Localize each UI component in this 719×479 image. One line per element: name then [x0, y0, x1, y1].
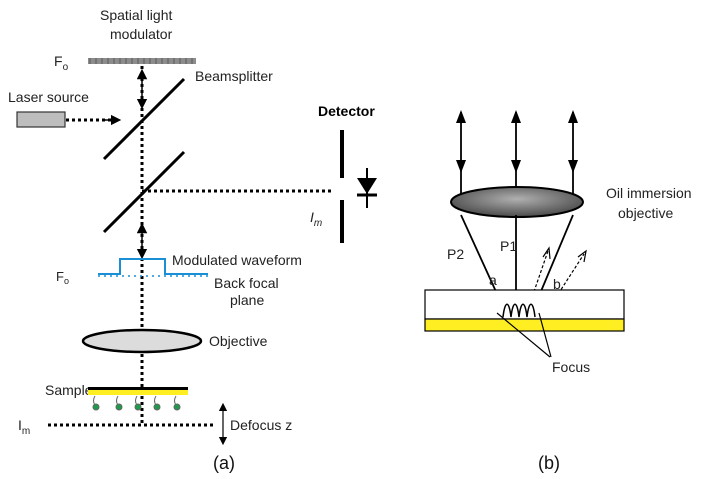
objective-lens [81, 328, 203, 354]
panel-b-caption: (b) [538, 453, 560, 473]
laser-source [16, 111, 66, 128]
im-plane-label: Im [18, 417, 30, 437]
ray-a-label: a [489, 272, 497, 288]
scattered-rays [528, 250, 585, 307]
panel-a: Spatial light modulator Fo Beamsplitter … [8, 7, 377, 473]
im-detector-label: Im [310, 209, 322, 229]
laser-source-label: Laser source [8, 89, 89, 105]
fo-label: Fo [54, 53, 69, 73]
ray-arrows [456, 110, 578, 173]
slm-ticks [89, 58, 193, 64]
panel-a-caption: (a) [213, 453, 235, 473]
slm-label-line2: modulator [110, 26, 173, 42]
sample-layer-b [424, 318, 625, 332]
spatial-light-modulator [88, 58, 196, 64]
converging-rays [460, 214, 574, 297]
oil-objective-label-line2: objective [618, 205, 673, 221]
focus-label: Focus [552, 359, 590, 375]
sample-particles [92, 395, 181, 411]
coverslip [424, 289, 625, 320]
p2-label: P2 [447, 246, 464, 262]
ray-b-label: b [553, 276, 561, 292]
defocus-label: Defocus z [230, 417, 292, 433]
objective-label: Objective [209, 333, 268, 349]
evanescent-wave [502, 303, 536, 318]
beamsplitter-upper [102, 77, 186, 161]
p1-label: P1 [500, 238, 517, 254]
beamsplitter-label: Beamsplitter [195, 68, 273, 84]
sample-label: Sample [45, 382, 93, 398]
back-focal-plane-label-line1: Back focal [214, 275, 279, 291]
modulated-waveform [98, 258, 208, 275]
photodiode-icon [357, 168, 377, 208]
fo-back-label: Fo [56, 269, 69, 286]
detector-label: Detector [318, 103, 375, 119]
sample-layer [88, 390, 188, 395]
focus-pointers [496, 312, 552, 358]
oil-objective-label-line1: Oil immersion [606, 185, 692, 201]
back-focal-plane-label-line2: plane [230, 292, 264, 308]
sample-coverslip [88, 387, 188, 390]
panel-b: Oil immersion objective P2 P1 a b [424, 110, 692, 473]
scattered-ray-arrowheads [542, 246, 587, 263]
oil-immersion-objective-lens [450, 186, 584, 218]
incident-rays [460, 112, 574, 198]
slm-label-line1: Spatial light [100, 7, 172, 23]
modulated-waveform-label: Modulated waveform [172, 252, 302, 268]
